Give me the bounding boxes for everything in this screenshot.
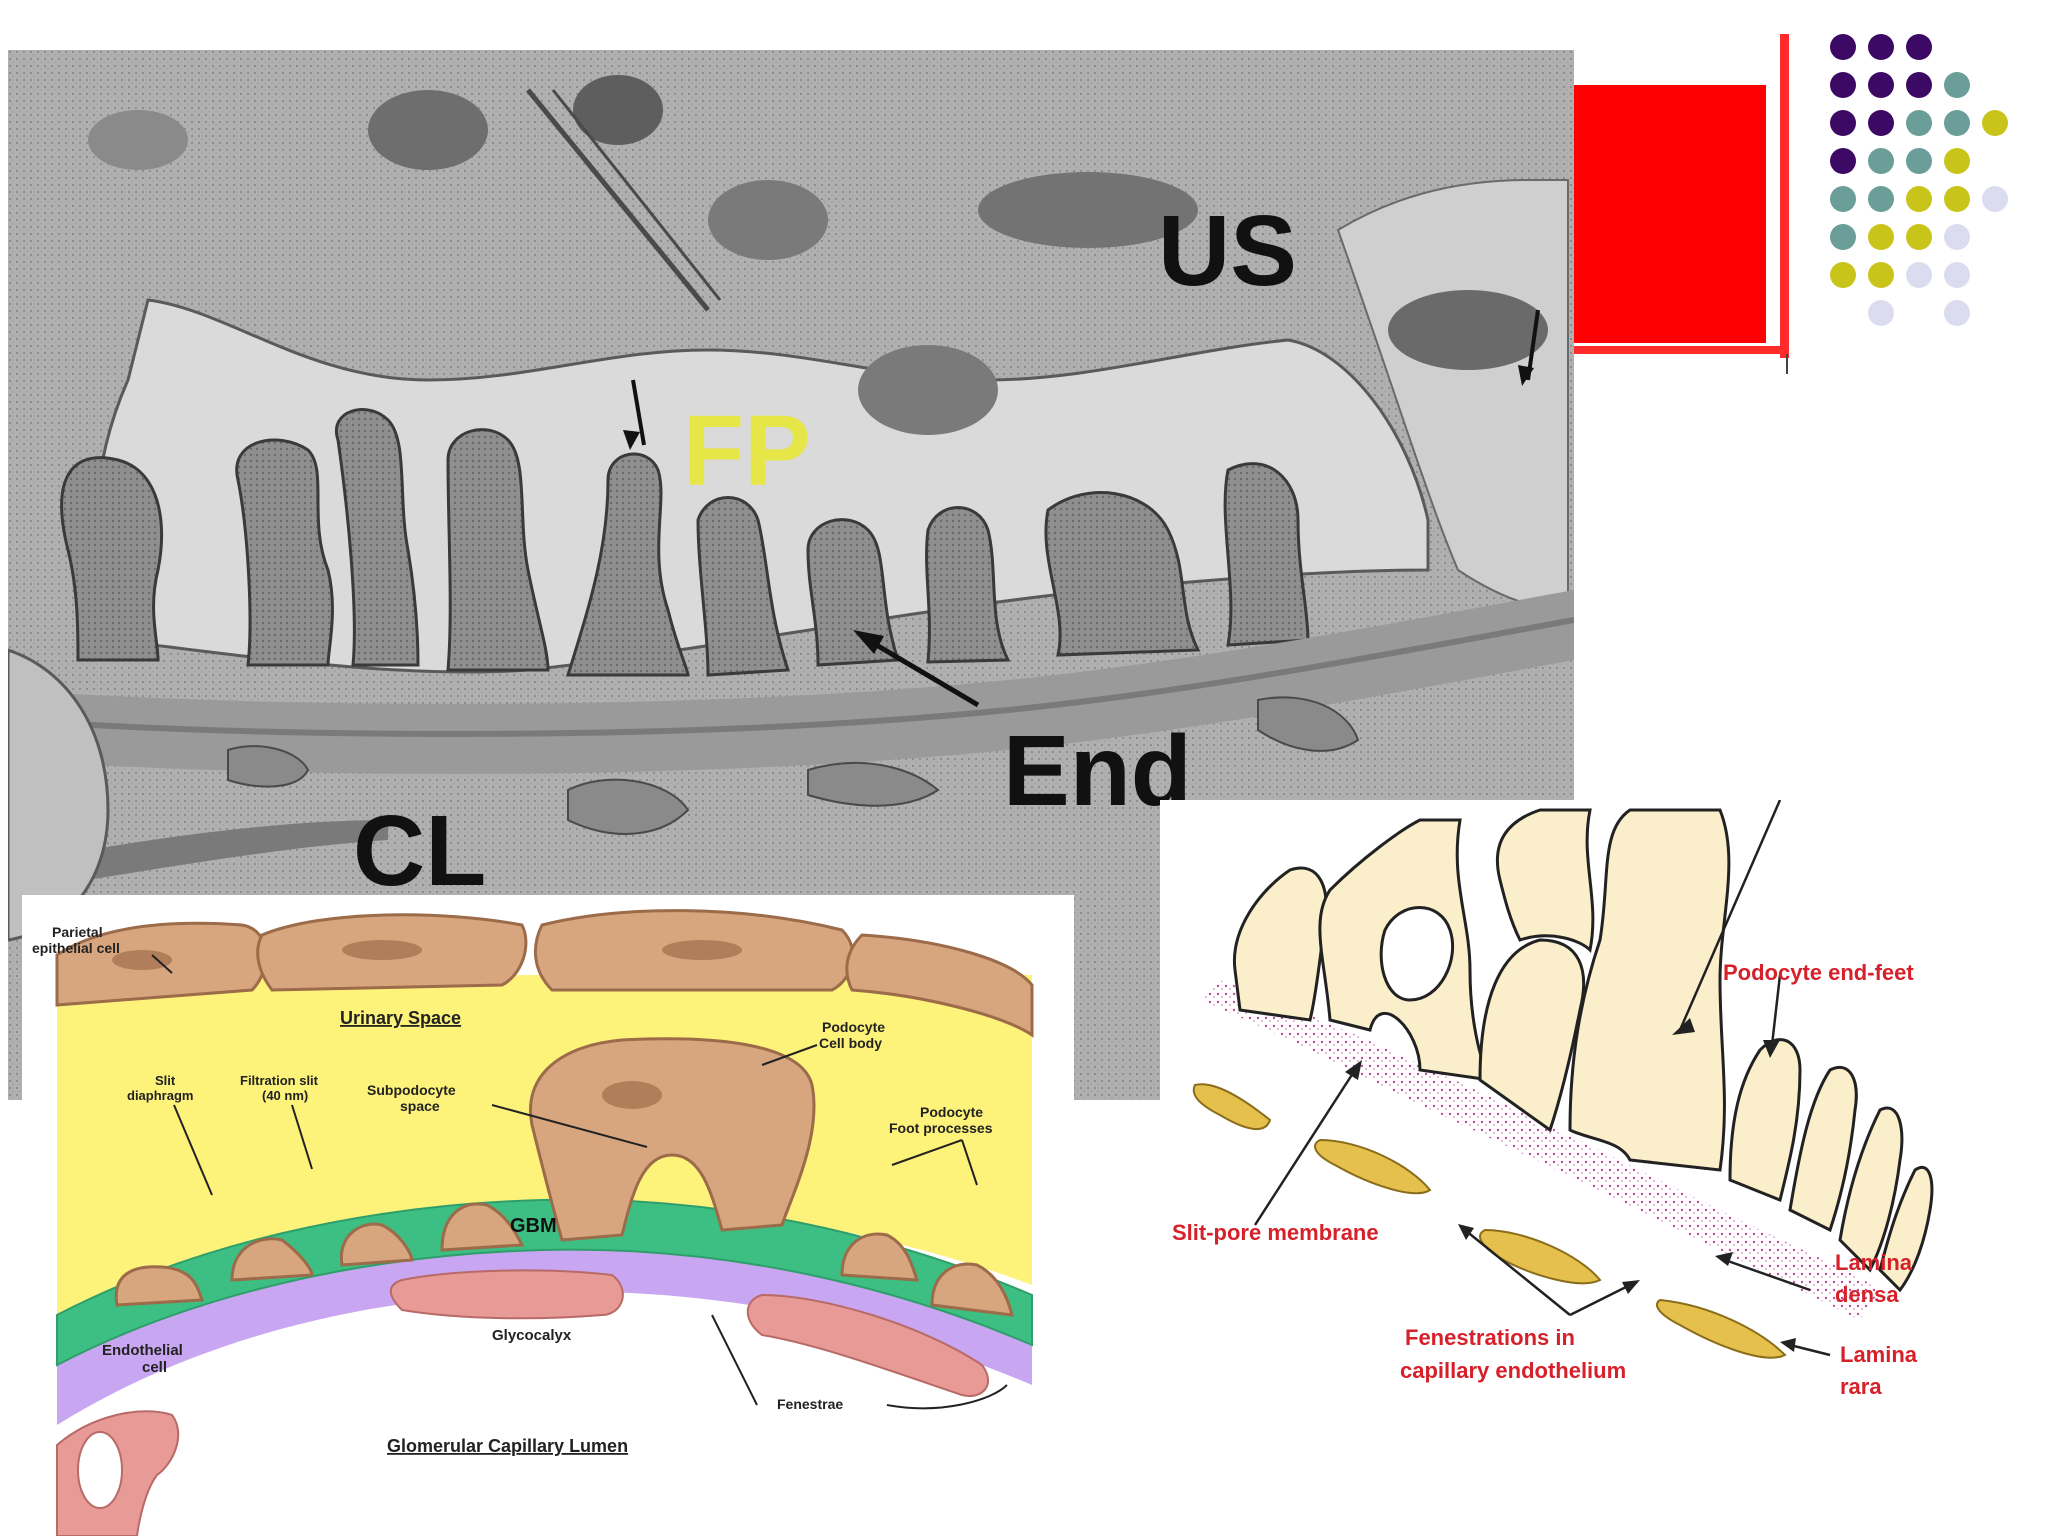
decorative-dot [1944,148,1970,174]
decorative-red-line [1780,34,1789,358]
decorative-dot [1830,110,1856,136]
decorative-dot [1906,224,1932,250]
decorative-dot [1906,148,1932,174]
label-fenestrations-1: Fenestrations in [1405,1325,1575,1350]
decorative-dot [1868,300,1894,326]
podocyte-end-feet-diagram: Podocyte end-feet Slit-pore membrane Lam… [1160,800,2048,1400]
decorative-dot [1906,110,1932,136]
decorative-dot [1868,110,1894,136]
label-slit-diaphragm-1: Slit [155,1073,176,1088]
label-fp: FP [683,395,811,507]
decorative-dot [1868,262,1894,288]
label-endothelial-cell-1: Endothelial [102,1342,183,1359]
decorative-dot [1830,262,1856,288]
label-subpodocyte-space-1: Subpodocyte [367,1082,456,1098]
label-slit-pore-membrane: Slit-pore membrane [1172,1220,1379,1245]
decorative-dot [1830,186,1856,212]
decorative-dot [1868,148,1894,174]
label-gbm: GBM [510,1215,557,1237]
label-lamina-densa-1: Lamina [1835,1250,1913,1275]
label-fenestrae: Fenestrae [777,1396,843,1412]
decorative-dot [1906,72,1932,98]
decorative-dot [1830,148,1856,174]
decorative-red-line [1566,346,1788,354]
podocyte-end-feet-svg: Podocyte end-feet Slit-pore membrane Lam… [1172,800,1934,1399]
label-subpodocyte-space-2: space [400,1098,440,1114]
decorative-dot [1944,186,1970,212]
decorative-dot [1982,110,2008,136]
label-glycocalyx: Glycocalyx [492,1327,572,1344]
label-lamina-densa-2: densa [1835,1282,1899,1307]
decorative-dot [1982,186,2008,212]
label-podocyte-cell-body-1: Podocyte [822,1019,885,1035]
label-fenestrations-2: capillary endothelium [1400,1358,1626,1383]
label-parietal-cell-1: Parietal [52,924,103,940]
label-podocyte-cell-body-2: Cell body [819,1035,882,1051]
decorative-dot [1830,34,1856,60]
decorative-dot [1868,186,1894,212]
label-cl: CL [353,795,486,907]
label-parietal-cell-2: epithelial cell [32,940,120,956]
decorative-dot [1944,72,1970,98]
decorative-dot [1906,34,1932,60]
label-slit-diaphragm-2: diaphragm [127,1088,193,1103]
label-filtration-slit-1: Filtration slit [240,1073,319,1088]
decorative-dot [1830,72,1856,98]
label-us: US [1158,195,1297,307]
decorative-red-block [1566,85,1766,343]
glomerular-barrier-diagram: Parietal epithelial cell Urinary Space P… [22,895,1074,1536]
decorative-dot [1868,224,1894,250]
glomerular-barrier-svg: Parietal epithelial cell Urinary Space P… [32,909,1034,1536]
decorative-dot [1944,224,1970,250]
decorative-divider [1786,354,1788,374]
decorative-dot [1944,110,1970,136]
decorative-dot [1906,262,1932,288]
decorative-dot [1868,34,1894,60]
label-lamina-rara-1: Lamina [1840,1342,1918,1367]
label-filtration-slit-2: (40 nm) [262,1088,308,1103]
label-capillary-lumen: Glomerular Capillary Lumen [387,1436,628,1456]
decorative-dot [1944,300,1970,326]
label-endothelial-cell-2: cell [142,1359,167,1376]
label-urinary-space: Urinary Space [340,1008,461,1028]
decorative-dot [1906,186,1932,212]
decorative-dot [1944,262,1970,288]
label-lamina-rara-2: rara [1840,1374,1882,1399]
label-foot-processes-2: Foot processes [889,1120,993,1136]
decorative-dot [1868,72,1894,98]
label-foot-processes-1: Podocyte [920,1104,983,1120]
label-podocyte-end-feet: Podocyte end-feet [1723,960,1914,985]
decorative-dot [1830,224,1856,250]
